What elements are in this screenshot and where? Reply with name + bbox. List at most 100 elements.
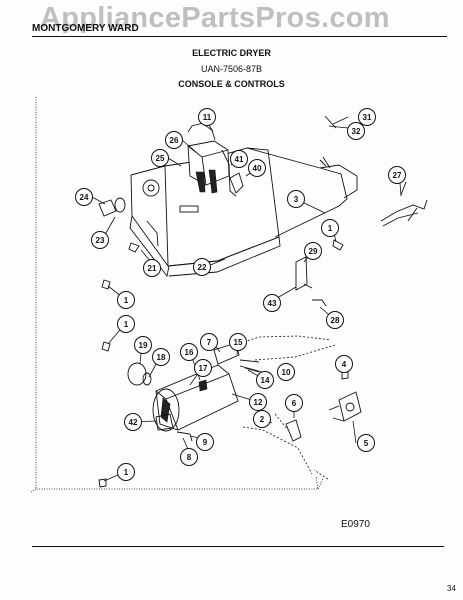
callout-number: 11 — [203, 113, 212, 122]
screw-1b — [101, 279, 111, 290]
callout-circle — [335, 355, 353, 373]
callout-circle — [326, 311, 344, 329]
callout-circle — [124, 413, 142, 431]
callout-17: 17 — [194, 359, 212, 377]
callout-circle — [256, 371, 274, 389]
callout-number: 42 — [129, 418, 138, 427]
callout-26: 26 — [165, 131, 183, 149]
light-socket — [128, 220, 159, 253]
callout-circle — [321, 219, 339, 237]
callout-number: 5 — [364, 439, 369, 448]
callout-circle — [196, 433, 214, 451]
switch-bracket — [295, 256, 308, 291]
callout-circle — [248, 159, 266, 177]
callout-number: 24 — [80, 193, 89, 202]
brand-label: MONTGOMERY WARD — [32, 23, 139, 34]
callout-24: 24 — [75, 188, 93, 206]
callout-19: 19 — [134, 336, 152, 354]
callout-number: 21 — [148, 264, 157, 273]
switch-40 — [229, 172, 244, 194]
callout-number: 17 — [199, 364, 208, 373]
callout-number: 41 — [235, 155, 244, 164]
callout-number: 32 — [352, 127, 361, 136]
callout-number: 27 — [393, 171, 402, 180]
callout-6: 6 — [285, 394, 303, 412]
callout-25: 25 — [151, 149, 169, 167]
footer-rule — [32, 546, 444, 547]
callout-circle — [229, 333, 247, 351]
callout-12: 12 — [249, 393, 267, 411]
callout-number: 19 — [139, 341, 148, 350]
callout-circle — [194, 359, 212, 377]
callout-2: 2 — [253, 410, 271, 428]
diagram-code: E0970 — [341, 519, 370, 530]
callout-number: 4 — [342, 360, 347, 369]
callout-number: 28 — [331, 316, 340, 325]
callout-1: 1 — [117, 291, 135, 309]
terminal-16 — [198, 379, 208, 392]
callout-42: 42 — [124, 413, 142, 431]
callout-circle — [91, 231, 109, 249]
callout-circle — [143, 259, 161, 277]
callout-43: 43 — [263, 294, 281, 312]
model-number: UAN-7506-87B — [200, 64, 263, 74]
bracket-9 — [176, 431, 193, 442]
callout-number: 15 — [234, 338, 243, 347]
callout-number: 1 — [124, 296, 129, 305]
callout-7: 7 — [200, 333, 218, 351]
dashed-leaders — [242, 335, 336, 480]
callout-number: 8 — [187, 453, 192, 462]
callout-number: 3 — [294, 195, 299, 204]
callout-circle — [165, 131, 183, 149]
screw-1c — [101, 341, 111, 352]
callout-number: 14 — [261, 376, 270, 385]
terminal-43 — [303, 283, 327, 307]
heater-housing — [127, 362, 239, 432]
callout-18: 18 — [152, 348, 170, 366]
callout-number: 1 — [124, 320, 129, 329]
callout-circle — [357, 434, 375, 452]
callout-28: 28 — [326, 311, 344, 329]
callout-40: 40 — [248, 159, 266, 177]
header-rule — [32, 36, 447, 37]
callout-11: 11 — [198, 108, 216, 126]
callout-15: 15 — [229, 333, 247, 351]
callout-number: 29 — [309, 247, 318, 256]
callout-number: 31 — [363, 113, 372, 122]
callout-14: 14 — [256, 371, 274, 389]
callout-1: 1 — [117, 463, 135, 481]
callout-4: 4 — [335, 355, 353, 373]
cabinet-outline — [30, 97, 324, 493]
callout-circle — [117, 315, 135, 333]
callout-1: 1 — [321, 219, 339, 237]
callout-circle — [230, 150, 248, 168]
callout-circle — [198, 108, 216, 126]
callout-number: 1 — [328, 224, 333, 233]
callout-number: 40 — [253, 164, 262, 173]
callout-circle — [180, 343, 198, 361]
watermark: AppliancePartsPros.com — [40, 2, 390, 34]
callout-circle — [263, 294, 281, 312]
power-cord — [380, 181, 428, 227]
clip-32 — [319, 156, 331, 169]
screw-1d — [98, 478, 107, 488]
callout-8: 8 — [180, 448, 198, 466]
callout-23: 23 — [91, 231, 109, 249]
callout-number: 25 — [156, 154, 165, 163]
callout-circle — [358, 108, 376, 126]
callout-number: 23 — [96, 236, 105, 245]
callout-1: 1 — [117, 315, 135, 333]
callout-circle — [253, 410, 271, 428]
callout-circle — [304, 242, 322, 260]
callout-circle — [193, 258, 211, 276]
diagram-title: ELECTRIC DRYER — [192, 48, 271, 58]
callout-9: 9 — [196, 433, 214, 451]
callout-circle — [277, 363, 295, 381]
callout-number: 26 — [170, 136, 179, 145]
callout-32: 32 — [347, 122, 365, 140]
callout-circle — [180, 448, 198, 466]
callout-circle — [134, 336, 152, 354]
callout-number: 6 — [292, 399, 297, 408]
